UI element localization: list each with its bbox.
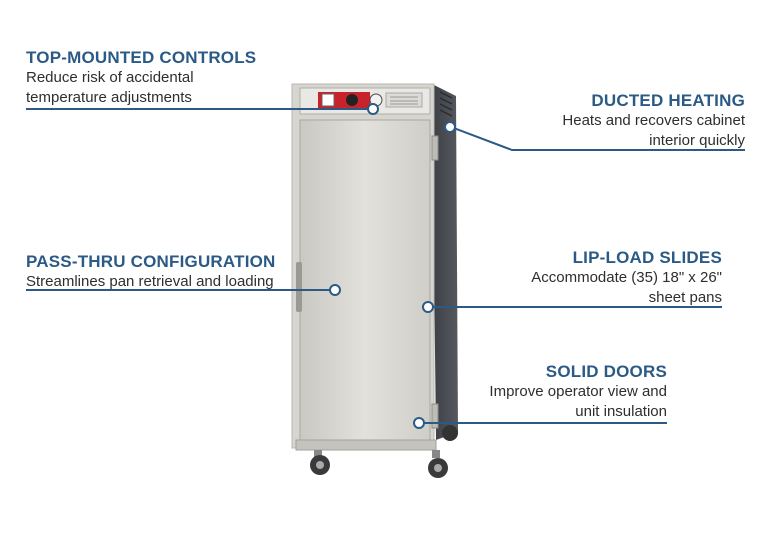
cabinet-side-panel (432, 84, 458, 440)
feature-desc-line: Improve operator view and (489, 383, 667, 400)
marker-solid-doors (413, 417, 425, 429)
feature-desc-line: Streamlines pan retrieval and loading (26, 273, 274, 290)
feature-pass-thru-configuration: PASS-THRU CONFIGURATION Streamlines pan … (26, 252, 276, 292)
feature-solid-doors: SOLID DOORS Improve operator view and un… (489, 362, 667, 422)
caster-wheels (310, 425, 458, 478)
marker-pass-thru-configuration (329, 284, 341, 296)
marker-top-mounted-controls (367, 103, 379, 115)
feature-ducted-heating: DUCTED HEATING Heats and recovers cabine… (562, 91, 745, 151)
feature-title: TOP-MOUNTED CONTROLS (26, 48, 257, 67)
feature-top-mounted-controls: TOP-MOUNTED CONTROLS Reduce risk of acci… (26, 48, 256, 108)
feature-desc-line: Reduce risk of accidental (26, 69, 194, 86)
feature-title: SOLID DOORS (545, 362, 667, 381)
door-handle (296, 262, 302, 312)
marker-ducted-heating (444, 121, 456, 133)
marker-lip-load-slides (422, 301, 434, 313)
feature-title: LIP-LOAD SLIDES (572, 248, 722, 267)
solid-door (299, 119, 431, 441)
feature-desc-line: temperature adjustments (26, 89, 192, 106)
feature-title: DUCTED HEATING (591, 91, 745, 110)
feature-desc-line: Heats and recovers cabinet (562, 112, 745, 129)
feature-desc-line: Accommodate (35) 18" x 26" (531, 269, 722, 286)
feature-desc-line: interior quickly (649, 132, 745, 149)
feature-desc-line: unit insulation (575, 403, 667, 420)
callout-line-ducted-heating (450, 126, 745, 151)
feature-desc-line: sheet pans (648, 289, 722, 306)
feature-lip-load-slides: LIP-LOAD SLIDES Accommodate (35) 18" x 2… (531, 248, 722, 308)
control-knob-icon (346, 94, 358, 106)
feature-title: PASS-THRU CONFIGURATION (26, 252, 276, 271)
